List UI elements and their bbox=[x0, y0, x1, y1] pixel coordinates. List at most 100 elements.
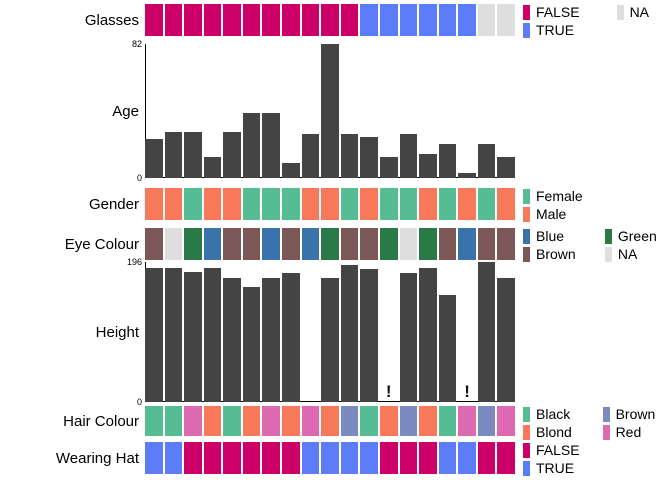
bar bbox=[242, 287, 261, 402]
bar-slot bbox=[321, 44, 339, 178]
bar-slot bbox=[360, 262, 378, 402]
category-cell bbox=[145, 188, 163, 220]
legend-label: Black bbox=[536, 406, 571, 422]
legend-swatch-icon bbox=[523, 189, 530, 204]
category-cell bbox=[458, 4, 476, 36]
bar bbox=[184, 272, 202, 402]
category-cell bbox=[223, 188, 241, 220]
bar bbox=[242, 112, 261, 178]
category-cell bbox=[164, 188, 183, 220]
legend-item: NA bbox=[604, 246, 672, 263]
bar bbox=[399, 133, 418, 178]
legend-label: Blue bbox=[536, 228, 565, 244]
category-cell bbox=[477, 228, 496, 260]
legend-label: NA bbox=[617, 246, 638, 262]
bar bbox=[497, 277, 515, 402]
bar bbox=[340, 264, 359, 402]
bar-slot bbox=[477, 44, 496, 178]
category-cell bbox=[164, 406, 183, 436]
bar-slot bbox=[379, 44, 398, 178]
bar-slot bbox=[419, 44, 437, 178]
category-cell bbox=[223, 4, 241, 36]
category-cell bbox=[379, 228, 398, 260]
category-cell bbox=[340, 442, 359, 474]
category-strip-wearing_hat bbox=[145, 442, 515, 474]
y-tick-max-height: 196 bbox=[126, 257, 142, 267]
category-cell bbox=[184, 188, 202, 220]
category-cell bbox=[419, 228, 437, 260]
category-cell bbox=[301, 188, 320, 220]
category-cell bbox=[458, 442, 476, 474]
bar-slot bbox=[164, 44, 183, 178]
legend-swatch-icon bbox=[523, 5, 530, 20]
bar-slot bbox=[458, 44, 476, 178]
bar-slot: ! bbox=[458, 262, 476, 402]
bar bbox=[340, 133, 359, 178]
bar-slot bbox=[203, 262, 222, 402]
legend-label: TRUE bbox=[536, 22, 575, 38]
legend-item: NA bbox=[616, 4, 672, 21]
bar bbox=[477, 262, 496, 402]
category-cell bbox=[399, 188, 418, 220]
category-cell bbox=[262, 4, 281, 36]
missing-value-marker-icon: ! bbox=[385, 382, 392, 401]
category-cell bbox=[379, 188, 398, 220]
category-cell bbox=[399, 406, 418, 436]
category-cell bbox=[477, 4, 496, 36]
category-cell bbox=[282, 406, 300, 436]
category-strip-glasses bbox=[145, 4, 515, 36]
bar bbox=[438, 294, 457, 402]
bar bbox=[203, 156, 222, 178]
legend-label: FALSE bbox=[536, 4, 580, 20]
legend-swatch-icon bbox=[523, 229, 530, 244]
category-cell bbox=[497, 228, 515, 260]
category-cell bbox=[184, 406, 202, 436]
category-cell bbox=[203, 442, 222, 474]
category-cell bbox=[321, 188, 339, 220]
bar-slot bbox=[145, 262, 163, 402]
bar-slot bbox=[301, 44, 320, 178]
bar-slot bbox=[477, 262, 496, 402]
category-cell bbox=[399, 228, 418, 260]
bar bbox=[282, 273, 300, 402]
category-cell bbox=[242, 4, 261, 36]
category-cell bbox=[242, 188, 261, 220]
category-cell bbox=[164, 442, 183, 474]
category-cell bbox=[340, 4, 359, 36]
row-label-glasses: Glasses bbox=[84, 11, 139, 29]
category-cell bbox=[164, 4, 183, 36]
category-cell bbox=[360, 442, 378, 474]
legend-label: FALSE bbox=[536, 442, 580, 458]
category-cell bbox=[203, 406, 222, 436]
category-cell bbox=[145, 4, 163, 36]
bar bbox=[419, 153, 437, 178]
category-cell bbox=[360, 228, 378, 260]
category-strip-gender bbox=[145, 188, 515, 220]
bar bbox=[262, 277, 281, 402]
bar-slot bbox=[203, 44, 222, 178]
category-cell bbox=[184, 228, 202, 260]
bar bbox=[379, 156, 398, 178]
bar-slot bbox=[242, 262, 261, 402]
legend-label: Green bbox=[617, 228, 657, 244]
bar bbox=[184, 132, 202, 178]
bar-slot bbox=[262, 44, 281, 178]
legend-item: Blue bbox=[523, 228, 591, 245]
legend-swatch-icon bbox=[604, 247, 612, 262]
category-cell bbox=[360, 406, 378, 436]
row-label-eye_colour: Eye Colour bbox=[64, 235, 139, 253]
category-cell bbox=[438, 188, 457, 220]
category-cell bbox=[379, 4, 398, 36]
category-cell bbox=[223, 442, 241, 474]
category-cell bbox=[301, 442, 320, 474]
legend-glasses: FALSE TRUE NA bbox=[515, 4, 672, 38]
row-label-wearing_hat: Wearing Hat bbox=[55, 449, 139, 467]
